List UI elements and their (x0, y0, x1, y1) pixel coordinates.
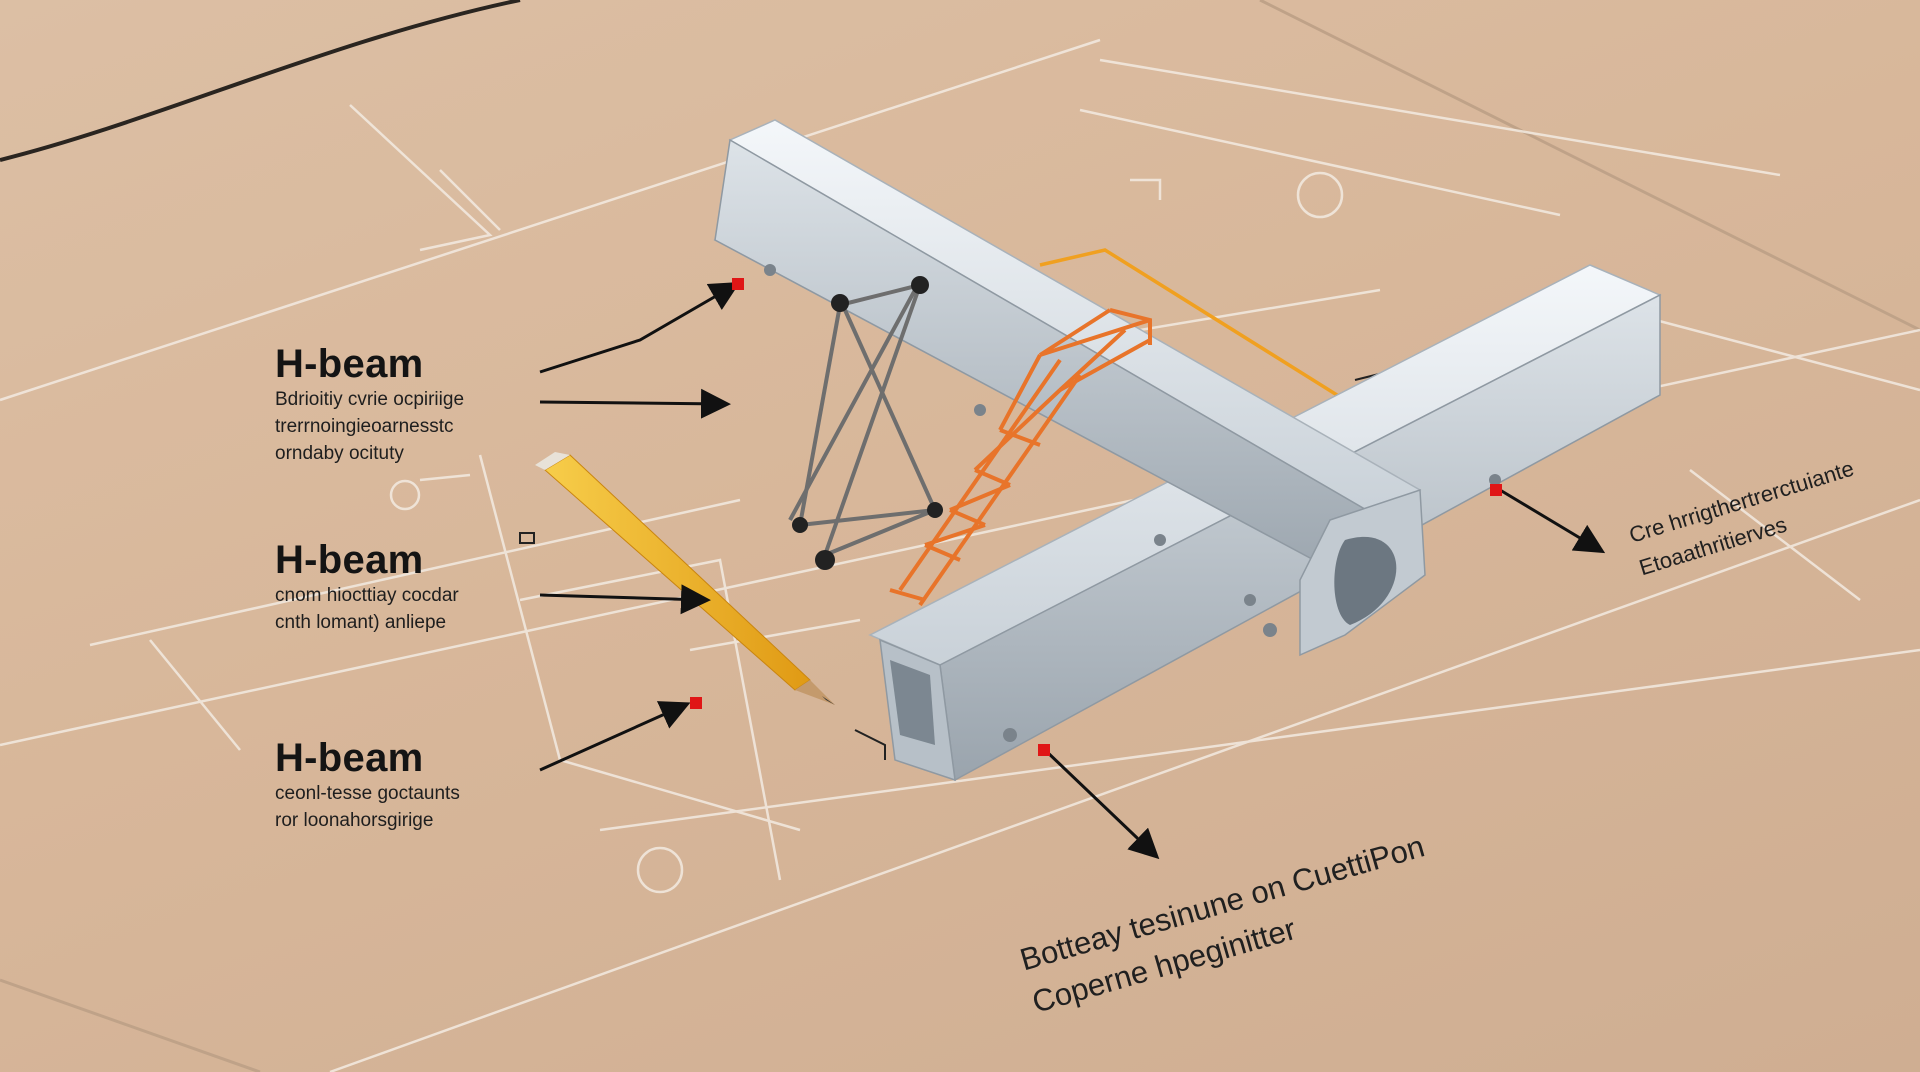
label-desc-3-line-2: ror loonahorsgirige (275, 810, 434, 831)
label-desc-1-line-3: orndaby ocituty (275, 443, 404, 464)
label-title-2: H-beam (275, 538, 424, 582)
label-desc-2: cnom hiocttiay cocdar cnth lomant) anlie… (275, 582, 459, 636)
annotation-arrows (539, 281, 1606, 860)
label-title-3: H-beam (275, 736, 424, 780)
label-desc-1-line-1: Bdrioitiy cvrie ocpiriige (275, 389, 465, 410)
label-desc-2-line-1: cnom hiocttiay cocdar (275, 585, 459, 606)
label-desc-3-line-1: ceonl-tesse goctaunts (275, 783, 460, 804)
main-beam (713, 119, 1426, 657)
dimension-line (1039, 248, 1346, 402)
label-title-1: H-beam (275, 342, 424, 386)
pencil (535, 452, 835, 705)
label-desc-1: Bdrioitiy cvrie ocpiriige trerrnoingieoa… (275, 386, 464, 467)
red-markers (690, 278, 1502, 756)
orange-lattice-truss (889, 308, 1152, 607)
label-desc-2-line-2: cnth lomant) anliepe (275, 612, 447, 633)
steel-tripod-frame (788, 276, 943, 570)
label-desc-1-line-2: trerrnoingieoarnesstc (275, 416, 454, 437)
label-desc-3: ceonl-tesse goctaunts ror loonahorsgirig… (275, 780, 460, 834)
blueprint-small-boxes (519, 532, 886, 760)
